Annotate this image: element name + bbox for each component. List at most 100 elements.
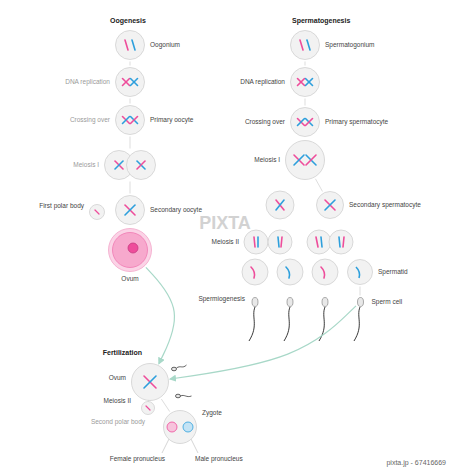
cell-label: Crossing over [70,116,110,123]
sperm-tail [284,307,290,341]
cell-node: Meiosis II [244,229,292,255]
chromosome [137,161,145,169]
chromosome [276,200,284,210]
cell-outline [127,151,156,180]
cell-shape [316,191,344,219]
sperm-tail [354,307,360,341]
cell-label: Oogonium [150,41,180,48]
process-label: Spermiogenesis [198,295,245,302]
process-label: Female pronucleus [110,455,165,462]
cell-drawing [317,192,344,219]
chromosome [325,200,335,210]
connector [161,399,169,412]
chromosome [137,161,145,169]
chromosome [306,119,313,126]
cell-drawing [116,68,145,97]
cell-outline [291,108,320,137]
cell-node: Meiosis I [104,150,156,180]
chromosome [146,406,150,410]
cell-label: Secondary spermatocyte [349,201,421,208]
cell-shape [357,297,364,307]
sperm-tail [177,365,187,368]
cell-label: First polar body [39,202,84,209]
cell-outline [128,243,138,253]
cell-outline [109,229,152,272]
sperm-head [287,298,293,307]
chromosome [123,117,130,124]
connector [305,62,306,66]
cell-label: DNA replication [65,78,110,85]
chromosome [316,237,318,247]
connector [305,99,306,106]
cell-outline [317,192,344,219]
sperm-head [176,394,181,398]
connector [130,182,131,194]
chromosome [125,40,128,50]
cell-drawing [105,151,156,180]
cell-label: Meiosis I [254,156,280,163]
cell-drawing [244,230,292,254]
cell-shape [347,259,373,285]
chromosome [307,40,310,50]
chromosome [115,161,123,169]
connector [146,267,175,363]
dividing-cell [329,230,353,254]
connector [315,179,322,192]
approaching-sperm [172,365,192,398]
sperm-cells [249,298,360,342]
cell-node: Ovum [108,228,152,272]
cell-outline [116,68,145,97]
cell-label: Primary oocyte [150,116,193,123]
cell-drawing [348,260,373,285]
cell-label: Meiosis II [212,238,239,245]
cell-node: Secondary spermatocyte [316,191,344,219]
chromosome [306,79,313,86]
sperm-head [322,298,328,307]
cell-outline [291,68,320,97]
watermark: pixta.jp - 67416669 [386,459,446,467]
cell-node: Spermatid [347,259,373,285]
cell-outline [116,31,145,60]
cell-shape [115,30,145,60]
chromosome [144,376,156,388]
chromosome [276,200,284,210]
cell-label: Crossing over [245,118,285,125]
chromosome [294,155,304,165]
cell-label: Spermatogonium [325,41,375,48]
chromosome [298,119,305,126]
cell-shape [285,140,325,180]
cell-shape [115,195,145,225]
cell-shape [89,204,105,220]
section-heading: Fertilization [103,349,142,357]
watermark: PIXTA [199,214,251,234]
chromosome [298,79,305,86]
spermatid-cell [312,259,338,285]
sperm-head [172,367,177,371]
connector [130,137,131,149]
chromosome [306,79,313,86]
cell-label: DNA replication [240,78,285,85]
extra-cells [242,191,353,285]
cell-shape [131,363,169,401]
cell-shape [115,105,145,135]
chromosome [321,267,325,278]
cell-outline [164,411,197,444]
cell-shape [290,107,320,137]
cell-shape [141,401,155,415]
chromosome [356,267,360,278]
chromosome [294,155,304,165]
chromosome [286,267,290,278]
cell-shape [108,228,152,272]
cell-label: Zygote [202,409,222,416]
chromosome [131,79,138,86]
chromosome [131,79,138,86]
chromosome [132,40,135,50]
cell-drawing [291,108,320,137]
sperm-tail [181,395,192,396]
cell-drawing [109,229,152,272]
cell-outline [116,196,145,225]
chromosome [300,40,303,50]
